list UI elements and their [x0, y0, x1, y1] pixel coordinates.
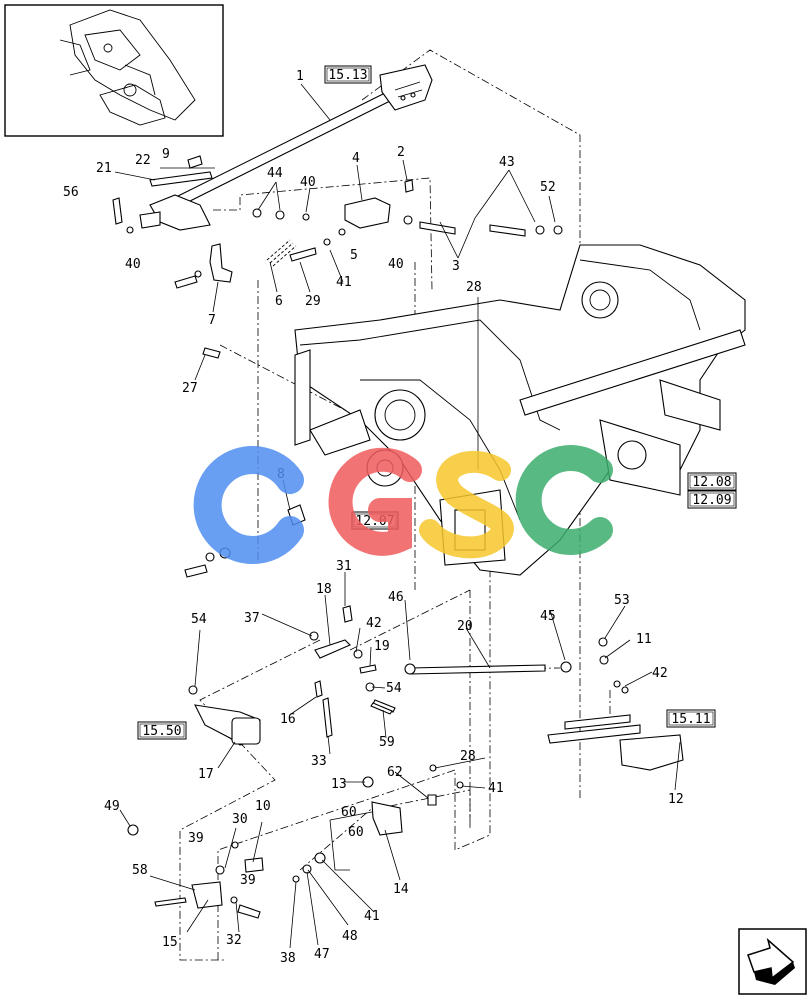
callout-60-b: 60 — [348, 825, 364, 840]
bracket-15 — [127, 824, 264, 919]
callout-10: 10 — [255, 799, 271, 814]
svg-text:15.11: 15.11 — [671, 712, 710, 727]
svg-text:12.09: 12.09 — [692, 493, 731, 508]
callout-2: 2 — [397, 145, 405, 160]
spring-6 — [266, 228, 346, 267]
bracket-14 — [292, 764, 464, 883]
watermark-letter-g — [328, 447, 422, 556]
callout-32: 32 — [226, 933, 242, 948]
callout-38: 38 — [280, 951, 296, 966]
callout-5: 5 — [350, 248, 358, 263]
overview-inset — [4, 4, 224, 137]
callout-39-a: 39 — [188, 831, 204, 846]
callout-28-bottom: 28 — [460, 749, 476, 764]
shaft-20 — [404, 661, 572, 675]
bolt-27 — [202, 347, 221, 359]
callout-1: 1 — [296, 69, 304, 84]
callout-49: 49 — [104, 799, 120, 814]
callout-27: 27 — [182, 381, 198, 396]
ref-box-15-50: 15.50 — [137, 721, 187, 740]
watermark-logo — [193, 445, 613, 564]
assembly-12 — [547, 637, 684, 771]
callout-7: 7 — [208, 313, 216, 328]
callout-14: 14 — [393, 882, 409, 897]
callout-39-b: 39 — [240, 873, 256, 888]
callout-20: 20 — [457, 619, 473, 634]
callout-16: 16 — [280, 712, 296, 727]
ref-box-12-09: 12.09 — [687, 490, 737, 509]
callout-40-c: 40 — [388, 257, 404, 272]
callout-47: 47 — [314, 947, 330, 962]
callout-58: 58 — [132, 863, 148, 878]
callout-labels: 1 2 3 4 5 6 7 8 9 10 11 12 13 14 15 16 1… — [63, 69, 684, 966]
callout-62: 62 — [387, 765, 403, 780]
callout-48: 48 — [342, 929, 358, 944]
callout-40-b: 40 — [125, 257, 141, 272]
leader-lines — [114, 83, 681, 949]
svg-text:15.13: 15.13 — [328, 68, 367, 83]
callout-4: 4 — [352, 151, 360, 166]
callout-42-a: 42 — [366, 616, 382, 631]
lever-18 — [309, 605, 396, 738]
callout-11: 11 — [636, 632, 652, 647]
callout-41-a: 41 — [336, 275, 352, 290]
springs-3 — [419, 221, 563, 237]
watermark-letter-s — [419, 450, 514, 559]
callout-56: 56 — [63, 185, 79, 200]
svg-text:12.08: 12.08 — [692, 475, 731, 490]
callout-21: 21 — [96, 161, 112, 176]
callout-30: 30 — [232, 812, 248, 827]
callout-43: 43 — [499, 155, 515, 170]
callout-42-b: 42 — [652, 666, 668, 681]
callout-44: 44 — [267, 166, 283, 181]
ref-box-15-13: 15.13 — [324, 65, 372, 84]
callout-60-a: 60 — [341, 805, 357, 820]
ref-box-15-11: 15.11 — [666, 709, 716, 728]
bracket-7 — [174, 243, 233, 289]
callout-28-top: 28 — [466, 280, 482, 295]
next-page-arrow-icon[interactable] — [738, 928, 807, 995]
callout-12: 12 — [668, 792, 684, 807]
callout-19: 19 — [374, 639, 390, 654]
svg-text:15.50: 15.50 — [142, 724, 181, 739]
callout-22: 22 — [135, 153, 151, 168]
callout-9: 9 — [162, 147, 170, 162]
callout-46: 46 — [388, 590, 404, 605]
bracket-4 — [252, 179, 414, 229]
callout-59: 59 — [379, 735, 395, 750]
callout-13: 13 — [331, 777, 347, 792]
callout-31: 31 — [336, 559, 352, 574]
callout-29: 29 — [305, 294, 321, 309]
watermark-letter-c2 — [515, 445, 613, 555]
pin-59 — [370, 702, 393, 715]
callout-45: 45 — [540, 609, 556, 624]
callout-41-b: 41 — [488, 781, 504, 796]
callout-40-a: 40 — [300, 175, 316, 190]
actuator-17 — [188, 685, 261, 746]
callout-53: 53 — [614, 593, 630, 608]
callout-6: 6 — [275, 294, 283, 309]
callout-18: 18 — [316, 582, 332, 597]
callout-33: 33 — [311, 754, 327, 769]
callout-37: 37 — [244, 611, 260, 626]
callout-54-a: 54 — [191, 612, 207, 627]
ref-box-12-08: 12.08 — [687, 472, 737, 491]
callout-52: 52 — [540, 180, 556, 195]
callout-41-c: 41 — [364, 909, 380, 924]
watermark-letter-c1 — [193, 446, 304, 564]
callout-15: 15 — [162, 935, 178, 950]
callout-17: 17 — [198, 767, 214, 782]
callout-54-b: 54 — [386, 681, 402, 696]
callout-3: 3 — [452, 259, 460, 274]
left-bracket-assembly — [112, 155, 213, 234]
